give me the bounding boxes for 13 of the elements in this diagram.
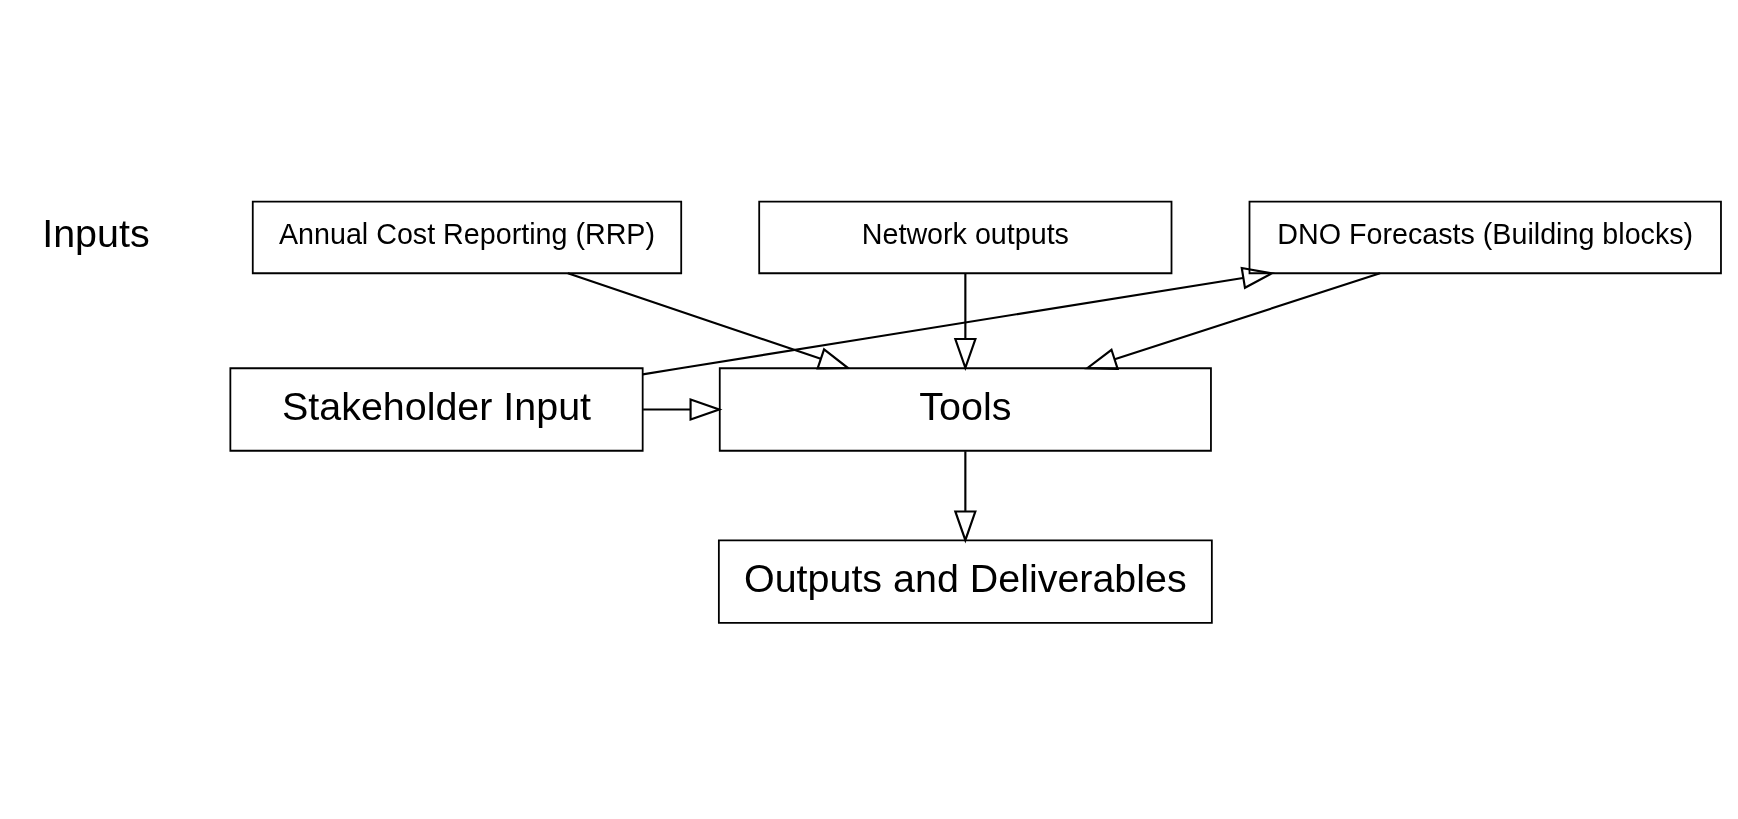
node-box: Network outputs xyxy=(758,200,1173,275)
arrow xyxy=(953,451,977,544)
arrow xyxy=(642,266,1275,376)
node-box: Annual Cost Reporting (RRP) xyxy=(251,200,683,275)
arrow xyxy=(643,397,723,422)
node-box: Tools xyxy=(718,367,1212,452)
node-box: DNO Forecasts (Building blocks) xyxy=(1248,200,1722,275)
arrow xyxy=(567,272,852,370)
arrow xyxy=(953,273,977,371)
node-box: Outputs and Deliverables xyxy=(717,539,1213,624)
node-box: Stakeholder Input xyxy=(229,367,644,452)
arrow xyxy=(1084,272,1381,370)
label: Inputs xyxy=(42,211,150,256)
